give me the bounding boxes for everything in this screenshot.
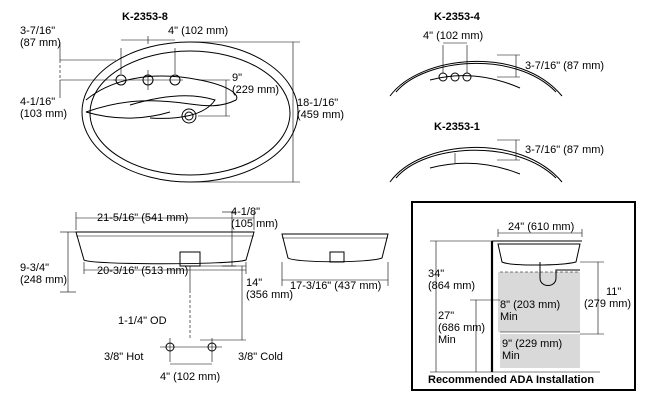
k1-sink [389, 139, 563, 183]
ada-dim-34in-mm: (864 mm) [428, 280, 476, 292]
top-dim-4in: 4" (102 mm) [168, 25, 229, 37]
front-dim-9-3-4: 9-3/4" [20, 262, 49, 274]
ada-dim-width: 24" (610 mm) [508, 221, 575, 233]
top-dim-4-1-16-mm: (103 mm) [20, 108, 68, 120]
top-dim-9in-mm: (229 mm) [232, 84, 280, 96]
ada-dim-27in-min: Min [438, 334, 456, 346]
k1-dim-depth: 3-7/16" (87 mm) [525, 144, 605, 156]
front-supply-spread: 4" (102 mm) [160, 371, 221, 383]
k4-dim-spread: 4" (102 mm) [423, 30, 484, 42]
model-title-main: K-2353-8 [122, 11, 168, 23]
top-dim-3-7-16-mm: (87 mm) [20, 37, 61, 49]
k4-sink [389, 42, 563, 97]
front-dim-width: 21-5/16" (541 mm) [97, 212, 189, 224]
ada-panel [411, 201, 636, 391]
top-dim-3-7-16: 3-7/16" [20, 25, 56, 37]
top-view-dimensions [59, 36, 300, 183]
side-view-sink [281, 233, 389, 286]
ada-dim-9in-min: Min [502, 350, 520, 362]
front-dim-4-1-8-mm: (105 mm) [231, 218, 279, 230]
ada-drawing [430, 229, 604, 373]
front-dim-inner: 20-3/16" (513 mm) [97, 265, 189, 277]
front-dim-14in: 14" [246, 277, 263, 289]
k4-dim-depth: 3-7/16" (87 mm) [525, 60, 605, 72]
ada-dim-11in-mm: (279 mm) [584, 298, 632, 310]
front-cold-supply: 3/8" Cold [238, 351, 283, 363]
front-drain-od: 1-1/4" OD [118, 315, 167, 327]
ada-dim-11in: 11" [606, 286, 622, 298]
front-hot-supply: 3/8" Hot [104, 351, 144, 363]
front-view-dimensions [60, 211, 255, 365]
ada-dim-27in-mm: (686 mm) [438, 322, 486, 334]
top-view-sink [81, 41, 299, 183]
top-dim-9in: 9" [232, 72, 243, 84]
top-dim-4-1-16: 4-1/16" [20, 96, 56, 108]
ada-dim-27in: 27" [438, 310, 455, 322]
top-dim-18in-mm: (459 mm) [297, 109, 345, 121]
ada-dim-34in: 34" [428, 268, 445, 280]
ada-caption: Recommended ADA Installation [428, 374, 595, 386]
model-title-k4: K-2353-4 [434, 11, 480, 23]
side-dim-depth: 17-3/16" (437 mm) [290, 280, 382, 292]
top-dim-18in: 18-1/16" [297, 97, 339, 109]
front-view-sink [75, 231, 255, 362]
front-dim-14in-mm: (356 mm) [246, 289, 294, 301]
ada-dim-8in: 8" (203 mm) [500, 299, 561, 311]
front-dim-9-3-4-mm: (248 mm) [20, 274, 68, 286]
front-dim-4-1-8: 4-1/8" [231, 206, 260, 218]
ada-dim-8in-min: Min [500, 311, 518, 323]
ada-dim-9in: 9" (229 mm) [502, 338, 563, 350]
model-title-k1: K-2353-1 [434, 121, 480, 133]
